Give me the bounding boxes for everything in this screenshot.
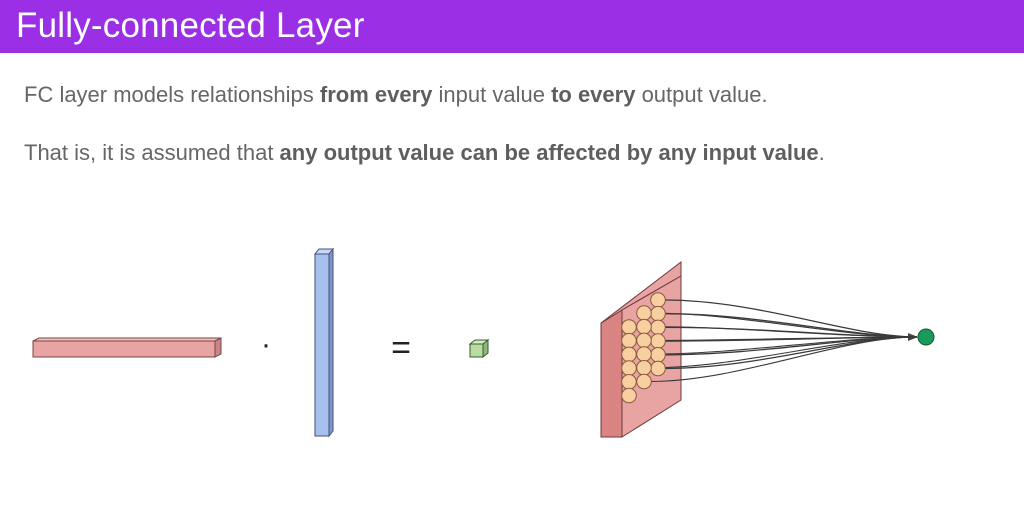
input-neuron bbox=[621, 374, 637, 390]
slide-title: Fully-connected Layer bbox=[16, 6, 365, 45]
input-neuron bbox=[621, 346, 637, 363]
line2-text-2: . bbox=[818, 140, 825, 165]
slab-front-face bbox=[600, 309, 623, 438]
input-neuron bbox=[650, 292, 666, 308]
input-neuron bbox=[621, 360, 637, 376]
input-neuron bbox=[636, 332, 652, 349]
connection-line bbox=[649, 336, 918, 355]
line1-text-1: FC layer models relationships bbox=[24, 82, 320, 107]
input-neuron bbox=[621, 387, 637, 404]
output-scalar bbox=[468, 338, 490, 359]
input-vector-front bbox=[32, 340, 216, 358]
connections bbox=[649, 299, 918, 383]
input-neuron bbox=[636, 373, 652, 390]
input-neuron bbox=[636, 305, 652, 321]
input-vector bbox=[32, 337, 222, 358]
input-neuron bbox=[636, 318, 652, 335]
input-neuron bbox=[621, 319, 637, 335]
line2-bold-1: any output value can be affected by any … bbox=[279, 140, 819, 165]
description-line-2: That is, it is assumed that any output v… bbox=[24, 139, 825, 167]
input-neuron bbox=[636, 360, 652, 376]
connection-line bbox=[649, 336, 918, 341]
title-bar: Fully-connected Layer bbox=[0, 0, 1024, 53]
input-neurons bbox=[621, 292, 666, 404]
input-neuron bbox=[650, 360, 666, 377]
weight-vector-side bbox=[328, 247, 334, 438]
input-neuron bbox=[621, 332, 637, 349]
input-neuron bbox=[650, 347, 666, 363]
connection-line bbox=[649, 336, 918, 369]
output-node bbox=[917, 328, 935, 346]
connection-line bbox=[649, 326, 918, 338]
line1-bold-1: from every bbox=[319, 82, 433, 107]
dot-operator: · bbox=[261, 328, 271, 361]
output-scalar-front bbox=[469, 343, 484, 358]
line1-text-3: output value. bbox=[635, 82, 768, 107]
line1-text-2: input value bbox=[432, 82, 552, 107]
input-neuron bbox=[650, 305, 666, 322]
input-neuron bbox=[636, 346, 652, 362]
line1-bold-2: to every bbox=[551, 82, 636, 107]
input-neuron bbox=[650, 333, 666, 349]
connection-line bbox=[649, 336, 918, 383]
input-vector-side bbox=[214, 337, 222, 358]
weight-vector-front bbox=[314, 253, 330, 437]
weight-vector bbox=[313, 247, 335, 438]
equals-operator: = bbox=[391, 329, 411, 367]
line2-text-1: That is, it is assumed that bbox=[24, 140, 280, 165]
input-neuron bbox=[650, 319, 666, 336]
description-line-1: FC layer models relationships from every… bbox=[24, 81, 768, 109]
